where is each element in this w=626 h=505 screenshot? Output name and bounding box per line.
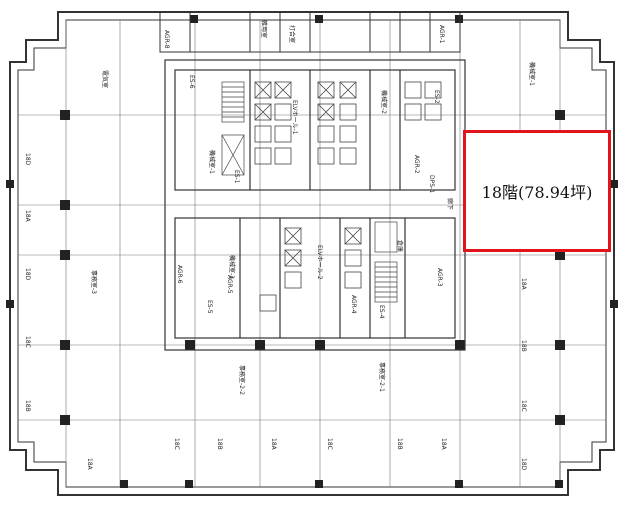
room-label: 事務室-3 <box>90 270 98 294</box>
room-label: ES-5 <box>206 300 213 314</box>
room-label: AGR-8 <box>163 30 170 49</box>
bay-label: 18B <box>520 340 527 352</box>
room-label: ELVホール-1 <box>291 100 298 135</box>
room-label: 機械室-1 <box>208 150 216 174</box>
room-label: ELVホール-2 <box>316 245 323 280</box>
room-label: 機械室-3 <box>228 255 236 279</box>
bay-label: 18A <box>520 278 527 291</box>
bay-label: 18A <box>86 458 93 471</box>
bay-label: 18B <box>216 438 223 450</box>
floor-highlight-box: 18階(78.94坪) <box>463 130 611 252</box>
room-label: AGR-5 <box>226 275 233 294</box>
structural-grid <box>18 20 606 487</box>
room-label: ES-4 <box>378 305 385 319</box>
room-label: AGR-6 <box>176 265 183 284</box>
room-label: 事務室-2-1 <box>378 362 386 392</box>
room-label: ES-2 <box>433 90 440 104</box>
bay-label: 18C <box>520 400 527 412</box>
room-label: 打合室 <box>288 25 296 43</box>
room-label: ES-1 <box>233 170 240 184</box>
bay-label: 18A <box>270 438 277 451</box>
room-label: AGR-4 <box>350 295 357 314</box>
room-labels: AGR-8 雑用室 打合室 AGR-1 ELVホール-1 機械室-2 機械室-1… <box>24 20 536 471</box>
room-label: 倉庫 <box>396 240 404 252</box>
room-label: DPS-1 <box>428 175 435 193</box>
bay-label: 18C <box>326 438 333 450</box>
room-label: 事務室-2-2 <box>238 365 246 395</box>
top-rooms <box>159 11 461 53</box>
room-label: 廊下 <box>446 198 454 210</box>
room-label: 電気室 <box>101 70 109 88</box>
building-outline <box>9 11 615 496</box>
bay-label: 18C <box>173 438 180 450</box>
room-label: AGR-3 <box>436 268 443 287</box>
room-label: 雑用室 <box>260 20 268 38</box>
bay-label: 18B <box>24 400 31 412</box>
stairs <box>221 81 398 303</box>
bay-label: 18A <box>440 438 447 451</box>
bay-label: 18D <box>24 153 31 166</box>
room-label: AGR-1 <box>438 25 445 44</box>
room-label: 機械室-2 <box>380 90 388 114</box>
bay-label: 18D <box>24 268 31 281</box>
column-markers <box>6 15 618 488</box>
room-label: AGR-2 <box>413 155 420 174</box>
room-label: 機械室-1 <box>528 62 536 86</box>
elevator-cars <box>254 81 442 312</box>
room-label: ES-6 <box>188 75 195 89</box>
bay-label: 18A <box>24 210 31 223</box>
bay-label: 18C <box>24 336 31 348</box>
bay-label: 18B <box>396 438 403 450</box>
bay-label: 18D <box>520 458 527 471</box>
floor-area-label: 18階(78.94坪) <box>481 183 593 202</box>
